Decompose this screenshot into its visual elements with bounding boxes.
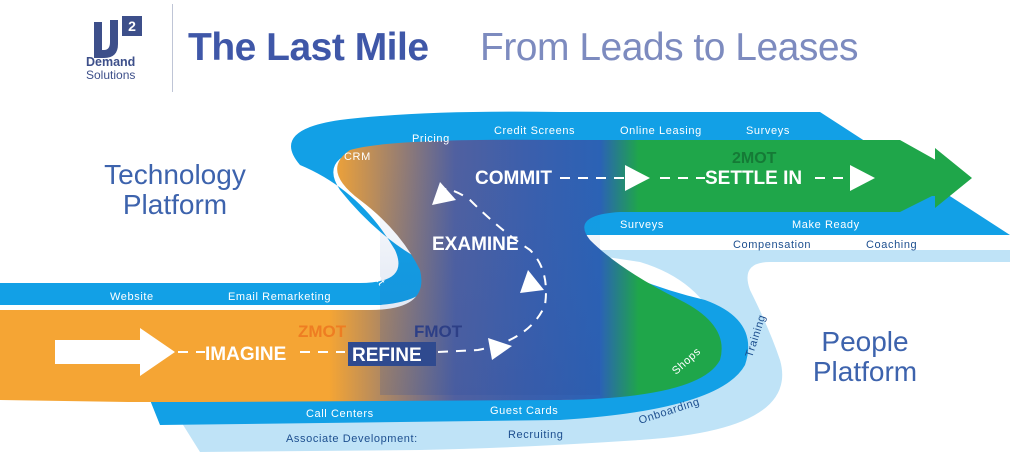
stage-examine: EXAMINE: [432, 234, 519, 255]
technology-platform-line1: Technology: [104, 159, 246, 190]
people-item-compensation: Compensation: [733, 239, 811, 251]
arrow-refine-to-examine: [488, 338, 512, 360]
d2-logo-mark: 2: [94, 16, 142, 58]
stage-imagine: IMAGINE: [205, 344, 286, 365]
logo-subtitle: Solutions: [86, 68, 136, 82]
tech-item-pricing: Pricing: [412, 133, 450, 145]
header-divider: [172, 4, 173, 92]
stage-commit: COMMIT: [475, 168, 552, 189]
tech-item-make-ready: Make Ready: [792, 219, 860, 231]
arrow-to-commit: [432, 182, 456, 205]
people-platform-band: [180, 250, 1010, 452]
logo-superscript: 2: [128, 18, 136, 34]
moment-fmot: FMOT: [414, 322, 463, 341]
tech-item-credit-screens: Credit Screens: [494, 125, 575, 137]
arrow-examine-up: [520, 270, 544, 293]
page-title: The Last Mile: [188, 26, 429, 69]
page-subtitle: From Leads to Leases: [480, 26, 859, 69]
people-item-associate-development: Associate Development:: [286, 433, 418, 445]
stage-settle-in: SETTLE IN: [705, 168, 802, 189]
tech-item-surveys-top: Surveys: [746, 125, 790, 137]
end-arrow: [900, 148, 972, 208]
tech-item-website: Website: [110, 291, 154, 303]
people-platform-line2: Platform: [812, 356, 918, 387]
arrow-commit-to-settle: [625, 165, 650, 191]
technology-platform-label: Technology Platform: [80, 160, 270, 220]
moment-zmot: ZMOT: [298, 322, 347, 341]
stage-refine: REFINE: [352, 345, 422, 366]
technology-platform-line2: Platform: [122, 189, 228, 220]
logo-name: Demand: [86, 55, 136, 69]
journey-s-shade: [380, 160, 600, 395]
people-platform-label: People Platform: [795, 327, 935, 387]
tech-item-surveys-inner: Surveys: [620, 219, 664, 231]
refine-highlight: [348, 342, 436, 366]
people-platform-line1: People: [821, 326, 909, 357]
flow-dashed-line: [178, 177, 850, 353]
d2-logo: 2: [88, 14, 150, 86]
people-item-recruiting: Recruiting: [508, 429, 564, 441]
tech-item-guest-cards: Guest Cards: [490, 405, 558, 417]
tech-item-online-leasing: Online Leasing: [620, 125, 702, 137]
arrow-settle-out: [850, 165, 875, 191]
start-arrow: [55, 328, 175, 376]
moment-2mot: 2MOT: [732, 150, 777, 167]
tech-item-crm: CRM: [344, 151, 371, 163]
tech-item-call-centers: Call Centers: [306, 408, 374, 420]
tech-item-email-remarketing: Email Remarketing: [228, 291, 331, 303]
people-item-coaching: Coaching: [866, 239, 917, 251]
